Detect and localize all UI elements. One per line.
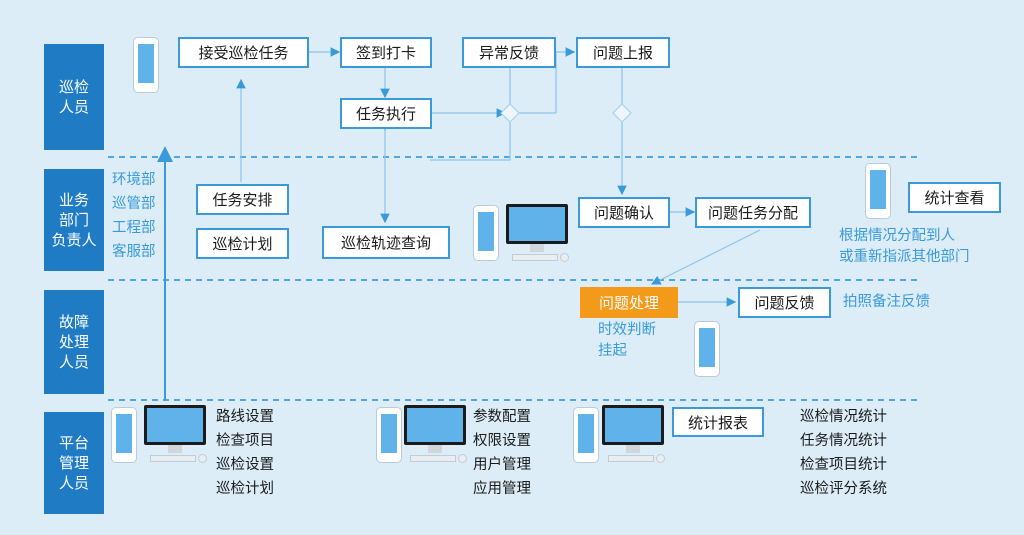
arrow-assign-handle [650,229,761,285]
arrow-to-report [555,47,576,113]
route-settings-list: 路线设置 检查项目 巡检设置 巡检计划 [216,409,274,497]
box-problem-assign: 问题任务分配 [695,197,811,228]
box-problem-confirm: 问题确认 [578,197,670,228]
phone-icon [473,205,499,261]
lane-patrol: 巡检 人员 [44,44,104,150]
box-task-execute: 任务执行 [340,98,432,129]
phone-icon [694,321,720,377]
desktop-computer-icon [404,405,467,463]
box-stats-view: 统计查看 [908,182,1001,213]
box-problem-report: 问题上报 [576,37,670,68]
decision-diamond [612,103,632,123]
timeliness-note: 时效判断 挂起 [598,322,656,359]
box-task-arrange: 任务安排 [196,184,289,215]
reassign-note: 根据情况分配到人 或重新指派其他部门 [839,228,970,265]
departments-list: 环境部 巡管部 工程部 客服部 [112,172,156,260]
box-problem-handle: 问题处理 [580,287,678,318]
lane-business: 业务 部门 负责人 [44,169,104,271]
box-track-query: 巡检轨迹查询 [322,226,450,259]
phone-icon [573,407,599,463]
desktop-computer-icon [144,405,207,463]
lane-fault: 故障 处理 人员 [44,290,104,394]
box-patrol-plan: 巡检计划 [196,228,289,259]
photo-feedback-note: 拍照备注反馈 [843,294,930,310]
phone-icon [133,37,159,93]
box-stats-report: 统计报表 [672,407,764,437]
lane-platform: 平台 管理 人员 [44,412,104,514]
desktop-computer-icon [506,204,569,262]
box-accept-task: 接受巡检任务 [178,37,309,68]
box-sign-in: 签到打卡 [340,37,432,68]
config-list: 参数配置 权限设置 用户管理 应用管理 [473,409,531,497]
phone-icon [376,407,402,463]
decision-diamond [500,103,520,123]
box-problem-feedback: 问题反馈 [738,287,831,318]
phone-icon [865,163,891,219]
stats-list: 巡检情况统计 任务情况统计 检查项目统计 巡检评分系统 [800,409,887,497]
box-abnormal-feedback: 异常反馈 [462,37,556,68]
phone-icon [111,407,137,463]
desktop-computer-icon [602,405,665,463]
